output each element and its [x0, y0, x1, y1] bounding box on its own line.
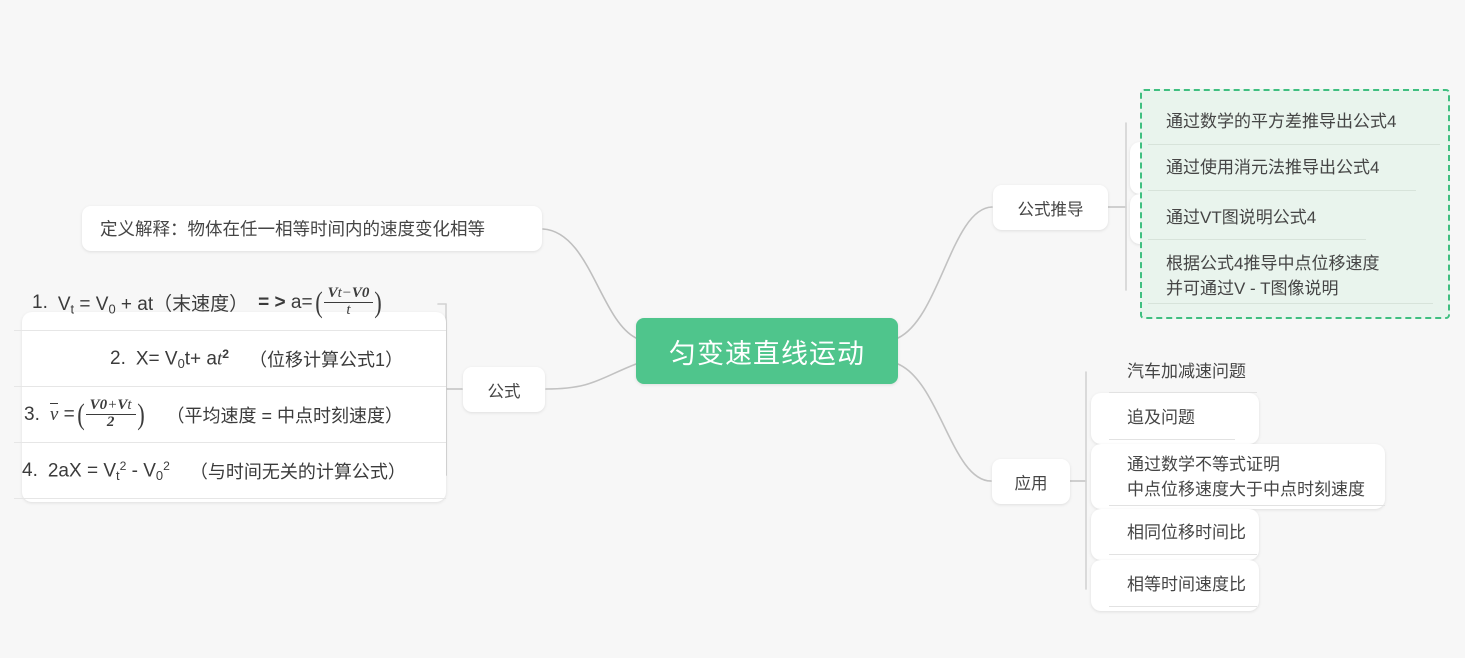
formula-item-note: （平均速度 = 中点时刻速度） — [166, 405, 404, 426]
application-item-card — [1091, 560, 1259, 611]
formula-list-card — [22, 312, 446, 502]
branch-node-formula[interactable]: 公式 — [463, 367, 545, 412]
derivation-item-label: 通过使用消元法推导出公式4 — [1166, 158, 1380, 178]
formula-item-index: 1. — [32, 291, 48, 313]
branch-node-derivation-label: 公式推导 — [1017, 200, 1084, 219]
definition-label: 定义解释：物体在任一相等时间内的速度变化相等 — [100, 219, 485, 239]
formula-item-expression: X= V0t+ at2 — [135, 346, 230, 371]
formula-item-expression: v = — [49, 403, 75, 425]
formula-fraction: ( Vt−V0 t ) — [314, 285, 383, 319]
application-item-label: 相同位移时间比 — [1127, 523, 1246, 543]
application-item[interactable]: 相同位移时间比 — [1109, 513, 1257, 555]
formula-item-expression: Vt = V0 + at（末速度） — [57, 293, 249, 317]
formula-item-implies: = > a= — [258, 291, 313, 313]
formula-item-expression: 2aX = Vt2 - V02 — [47, 458, 170, 483]
formula-item-index: 3. — [24, 403, 40, 425]
application-item[interactable]: 汽车加减速问题 — [1109, 352, 1257, 393]
application-item-label: 追及问题 — [1127, 408, 1195, 428]
formula-item-index: 2. — [110, 347, 126, 369]
application-item-card — [1091, 393, 1259, 444]
derivation-item[interactable]: 通过数学的平方差推导出公式4 — [1148, 101, 1440, 145]
application-item[interactable]: 通过数学不等式证明 中点位移速度大于中点时刻速度 — [1109, 448, 1385, 506]
branch-node-application-label: 应用 — [1014, 474, 1048, 493]
formula-item[interactable]: 1. Vt = V0 + at（末速度） = > a= ( Vt−V0 t ) — [14, 275, 446, 331]
formula-item[interactable]: 3. v = ( V0+Vt 2 ) （平均速度 = 中点时刻速度） — [14, 387, 446, 443]
definition-node[interactable]: 定义解释：物体在任一相等时间内的速度变化相等 — [82, 206, 542, 251]
formula-list: 1. Vt = V0 + at（末速度） = > a= ( Vt−V0 t ) … — [14, 275, 446, 502]
derivation-item[interactable]: 通过VT图说明公式4 — [1148, 198, 1366, 240]
application-item-label: 相等时间速度比 — [1127, 575, 1246, 595]
formula-item[interactable]: 4. 2aX = Vt2 - V02 （与时间无关的计算公式） — [14, 443, 446, 499]
root-node-label: 匀变速直线运动 — [669, 338, 865, 369]
application-item[interactable]: 相等时间速度比 — [1109, 565, 1257, 607]
application-item-card — [1091, 509, 1259, 560]
derivation-item[interactable]: 通过使用消元法推导出公式4 — [1148, 147, 1416, 191]
formula-item[interactable]: 2. X= V0t+ at2 （位移计算公式1） — [14, 331, 446, 387]
derivation-item-label: 通过数学的平方差推导出公式4 — [1166, 112, 1397, 132]
formula-item-note: （与时间无关的计算公式） — [189, 461, 406, 482]
formula-fraction: ( V0+Vt 2 ) — [76, 397, 145, 431]
root-node[interactable]: 匀变速直线运动 — [636, 318, 898, 384]
application-item-label: 通过数学不等式证明 中点位移速度大于中点时刻速度 — [1127, 455, 1365, 499]
derivation-group-highlight — [1140, 89, 1450, 319]
branch-node-derivation[interactable]: 公式推导 — [993, 185, 1108, 230]
derivation-item-label: 通过VT图说明公式4 — [1166, 208, 1317, 228]
application-item-label: 汽车加减速问题 — [1127, 361, 1246, 381]
branch-node-formula-label: 公式 — [487, 382, 521, 401]
derivation-item-label: 根据公式4推导中点位移速度 并可通过V - T图像说明 — [1166, 254, 1380, 298]
derivation-item[interactable]: 根据公式4推导中点位移速度 并可通过V - T图像说明 — [1148, 246, 1433, 304]
application-item-card — [1091, 444, 1385, 509]
application-item[interactable]: 追及问题 — [1109, 398, 1235, 440]
formula-item-index: 4. — [22, 459, 38, 481]
branch-node-application[interactable]: 应用 — [992, 459, 1070, 504]
formula-item-note: （位移计算公式1） — [249, 349, 404, 370]
